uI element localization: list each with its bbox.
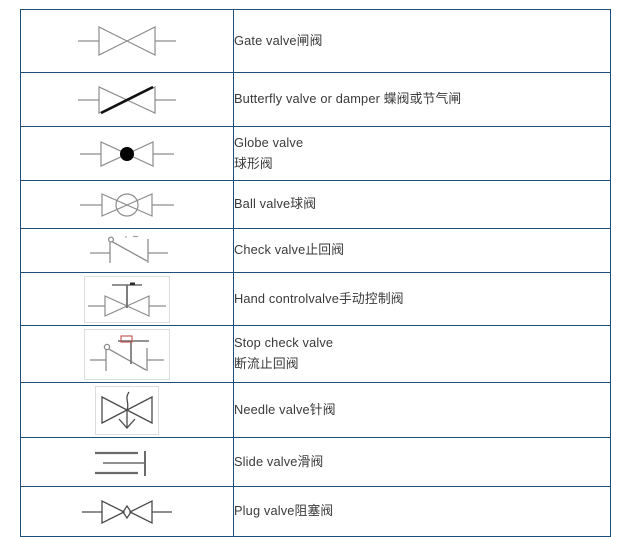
gate-valve-symbol [21,19,233,63]
description-cell: Globe valve 球形阀 [233,126,611,181]
symbol-frame [95,385,159,435]
symbol-frame [84,328,170,380]
stop-check-valve-symbol [21,328,233,380]
slide-valve-symbol [21,445,233,479]
description-line: Globe valve [234,134,304,150]
description-line: Gate valve闸阀 [234,32,323,48]
description-cell: Stop check valve 断流止回阀 [233,325,611,383]
description-line: Butterfly valve or damper 蝶阀或节气闸 [234,91,462,107]
table-row: Hand controlvalve手动控制阀 [20,272,611,326]
valve-symbols-table: Gate valve闸阀 [20,9,611,537]
table-row: Gate valve闸阀 [20,9,611,73]
description-cell: Ball valve球阀 [233,180,611,229]
symbol-frame [84,275,170,323]
needle-valve-symbol [21,385,233,435]
symbol-cell [20,228,234,273]
table-row: Butterfly valve or damper 蝶阀或节气闸 [20,72,611,127]
plug-valve-symbol [21,494,233,530]
ball-valve-symbol [21,186,233,224]
symbol-cell [20,126,234,181]
table-row: Stop check valve 断流止回阀 [20,325,611,383]
description-line: 球形阀 [234,155,273,171]
page-root: Gate valve闸阀 [20,9,611,537]
description-cell: Gate valve闸阀 [233,9,611,73]
description-cell: Needle valve针阀 [233,382,611,438]
symbol-cell [20,382,234,438]
table-row: Ball valve球阀 [20,180,611,229]
table-row: Check valve止回阀 [20,228,611,273]
description-line: Hand controlvalve手动控制阀 [234,290,404,306]
symbol-cell [20,180,234,229]
check-valve-symbol [21,232,233,270]
symbol-cell [20,9,234,73]
butterfly-valve-symbol [21,79,233,121]
description-cell: Butterfly valve or damper 蝶阀或节气闸 [233,72,611,127]
description-line: Slide valve滑阀 [234,453,324,469]
description-line: Plug valve阻塞阀 [234,503,334,519]
description-line: 断流止回阀 [234,356,299,371]
symbol-cell [20,272,234,326]
description-line: Stop check valve [234,335,334,351]
description-line: Needle valve针阀 [234,401,336,417]
table-row: Globe valve 球形阀 [20,126,611,181]
description-line: Check valve止回阀 [234,242,345,258]
hand-control-valve-symbol [21,275,233,323]
description-line: Ball valve球阀 [234,196,317,212]
symbol-cell [20,72,234,127]
description-cell: Check valve止回阀 [233,228,611,273]
description-cell: Plug valve阻塞阀 [233,486,611,537]
description-cell: Hand controlvalve手动控制阀 [233,272,611,326]
table-row: Plug valve阻塞阀 [20,486,611,537]
symbol-cell [20,437,234,487]
table-body: Gate valve闸阀 [20,9,611,537]
description-cell: Slide valve滑阀 [233,437,611,487]
globe-valve-symbol [21,134,233,174]
table-row: Slide valve滑阀 [20,437,611,487]
table-row: Needle valve针阀 [20,382,611,438]
symbol-cell [20,486,234,537]
symbol-cell [20,325,234,383]
